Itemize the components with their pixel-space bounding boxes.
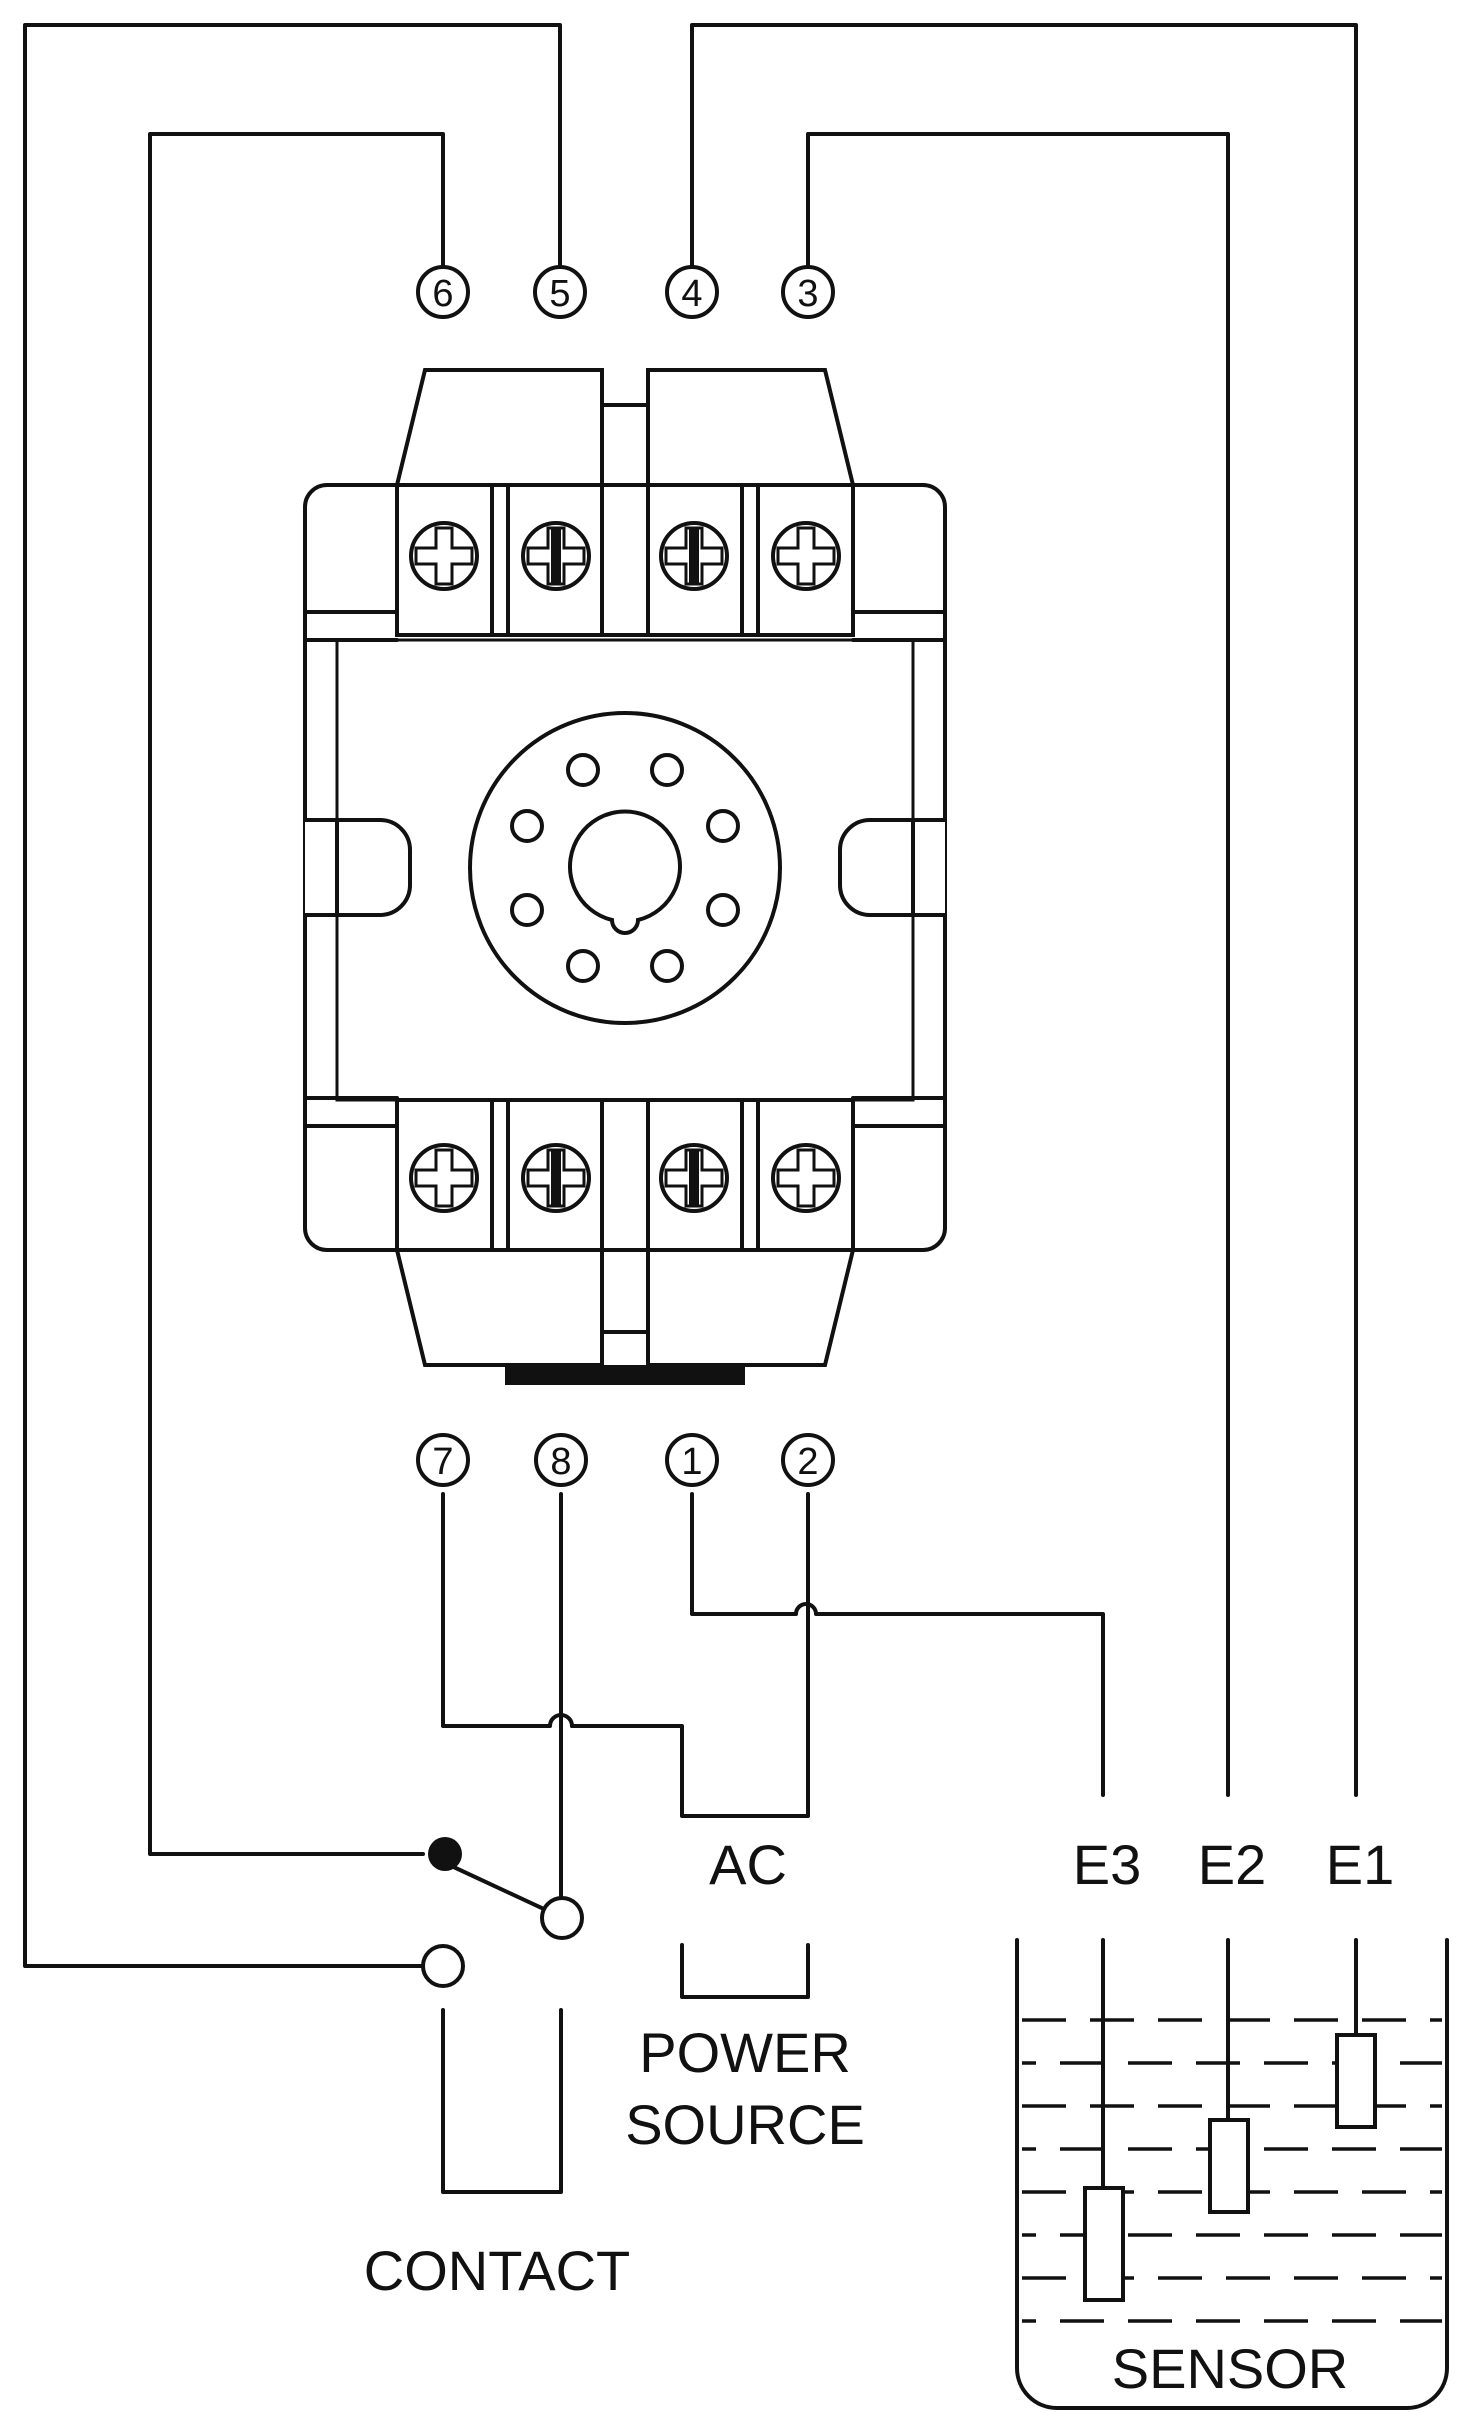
screw-top-4: [659, 521, 729, 591]
sensor-tank: [1015, 1938, 1449, 2410]
contact-output-lead: [441, 2008, 563, 2194]
contact-common-terminal: [428, 1837, 462, 1871]
socket-key-hole: [568, 809, 682, 935]
socket-bottom-center-key: [600, 1248, 650, 1334]
power-source-label-line1: POWER: [639, 2021, 851, 2084]
power-source-bracket: [680, 1943, 810, 1999]
screw-bottom-2: [771, 1143, 841, 1213]
socket-bottom-tab-left: [394, 1248, 604, 1367]
relay-socket: [303, 368, 947, 1385]
socket-bottom-rail: [505, 1365, 745, 1385]
wire-terminal-1: [690, 1492, 1105, 1797]
wires: [23, 23, 1358, 2194]
terminal-1: 1: [665, 1433, 719, 1487]
socket-bottom-tab-right: [646, 1248, 856, 1367]
terminal-1-label: 1: [681, 1441, 702, 1483]
terminal-8-label: 8: [550, 1441, 571, 1483]
power-source-label-line2: SOURCE: [625, 2093, 865, 2156]
terminal-6: 6: [416, 265, 470, 319]
terminal-3-label: 3: [797, 273, 818, 315]
screw-top-5: [521, 521, 591, 591]
terminal-4-label: 4: [681, 273, 702, 315]
probe-e2: [1208, 2118, 1250, 2214]
socket-top-tab-right: [646, 368, 856, 487]
terminal-7: 7: [416, 1433, 470, 1487]
wire-terminal-7: [441, 1492, 574, 1728]
terminal-2: 2: [781, 1433, 835, 1487]
terminal-8: 8: [534, 1433, 588, 1487]
text-labels: AC POWER SOURCE CONTACT E3 E2 E1 SENSOR: [364, 1833, 1395, 2400]
e1-label: E1: [1326, 1833, 1395, 1896]
screw-top-3: [771, 521, 841, 591]
probe-e3: [1083, 2186, 1125, 2302]
terminal-screws: [409, 521, 841, 1213]
wire-terminal-4: [690, 23, 1358, 1797]
contact-label: CONTACT: [364, 2239, 631, 2302]
octal-socket-face: [468, 711, 782, 1025]
terminal-7-label: 7: [432, 1441, 453, 1483]
screw-bottom-1: [659, 1143, 729, 1213]
sensor-label: SENSOR: [1112, 2337, 1349, 2400]
terminal-5-label: 5: [549, 273, 570, 315]
e2-label: E2: [1198, 1833, 1267, 1896]
terminal-markers: 6 5 4 3 7 8 1 2: [416, 265, 835, 1487]
terminal-6-label: 6: [432, 273, 453, 315]
screw-bottom-8: [521, 1143, 591, 1213]
wire-terminal-2: [570, 1492, 810, 1818]
socket-clip-right: [838, 818, 945, 917]
screw-top-6: [409, 521, 479, 591]
wire-terminal-6: [148, 132, 445, 1856]
contact-arm-terminal: [540, 1896, 584, 1940]
socket-clip-left: [305, 818, 412, 917]
screw-bottom-7: [409, 1143, 479, 1213]
terminal-2-label: 2: [797, 1441, 818, 1483]
terminal-5: 5: [533, 265, 587, 319]
contact-nc-terminal: [421, 1944, 465, 1988]
socket-top-center-key: [600, 403, 650, 489]
tank-outline: [1015, 1938, 1449, 2410]
contact-switch: [421, 1837, 584, 1988]
wire-terminal-5: [23, 23, 562, 1968]
switch-arm: [443, 1861, 548, 1912]
socket-top-tab-left: [394, 368, 604, 487]
probe-e1: [1335, 2033, 1377, 2129]
terminal-4: 4: [665, 265, 719, 319]
wire-terminal-3: [806, 132, 1230, 1797]
terminal-3: 3: [781, 265, 835, 319]
ac-label: AC: [709, 1833, 787, 1896]
e3-label: E3: [1073, 1833, 1142, 1896]
